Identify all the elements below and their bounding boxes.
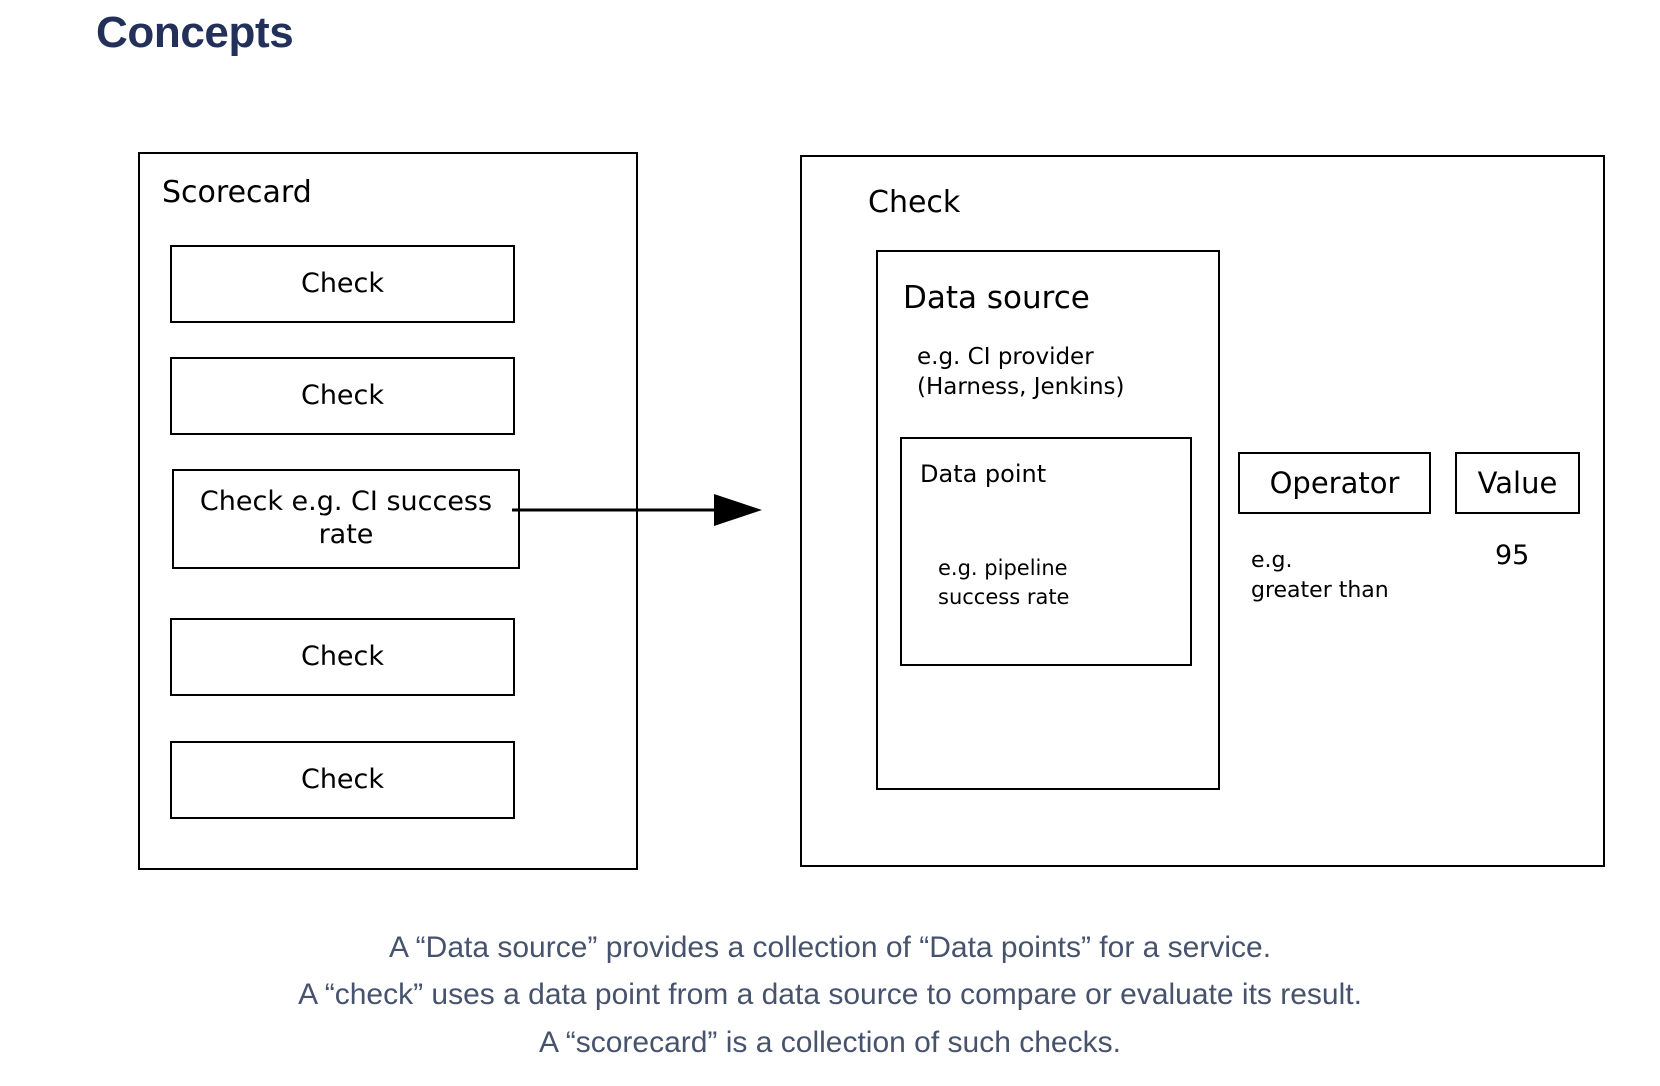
caption-line: A “check” uses a data point from a data … [298,978,1362,1012]
operator-label: Operator [1269,465,1400,500]
check-panel-title: Check [868,185,961,220]
operator-box: Operator [1238,452,1431,514]
scorecard-check-label: Check [300,763,385,795]
scorecard-check-item[interactable]: Check [170,245,515,323]
value-label: Value [1477,465,1558,500]
page-title: Concepts [96,8,294,57]
data-point-box [900,437,1192,666]
caption-line: A “Data source” provides a collection of… [388,931,1272,964]
value-number: 95 [1495,540,1530,571]
caption: A “Data source” provides a collection of… [0,924,1660,1066]
scorecard-title: Scorecard [162,175,312,210]
scorecard-check-item[interactable]: Check [170,357,515,435]
data-point-title: Data point [920,460,1047,488]
scorecard-check-label: Check [300,379,385,411]
scorecard-check-item[interactable]: Check [170,741,515,819]
scorecard-check-label: Check [300,640,385,672]
scorecard-check-label: Check e.g. CI success rate [199,486,493,550]
scorecard-check-item[interactable]: Check [170,618,515,696]
value-box: Value [1455,452,1580,514]
data-source-title: Data source [903,280,1090,316]
data-point-note: e.g. pipeline success rate [938,556,1070,609]
caption-line: A “scorecard” is a collection of such ch… [539,1025,1121,1059]
scorecard-check-label: Check [300,267,385,299]
data-source-note: e.g. CI provider (Harness, Jenkins) [917,344,1125,401]
operator-note: e.g. greater than [1251,548,1389,604]
scorecard-check-item-ci-success-rate[interactable]: Check e.g. CI success rate [172,469,520,569]
